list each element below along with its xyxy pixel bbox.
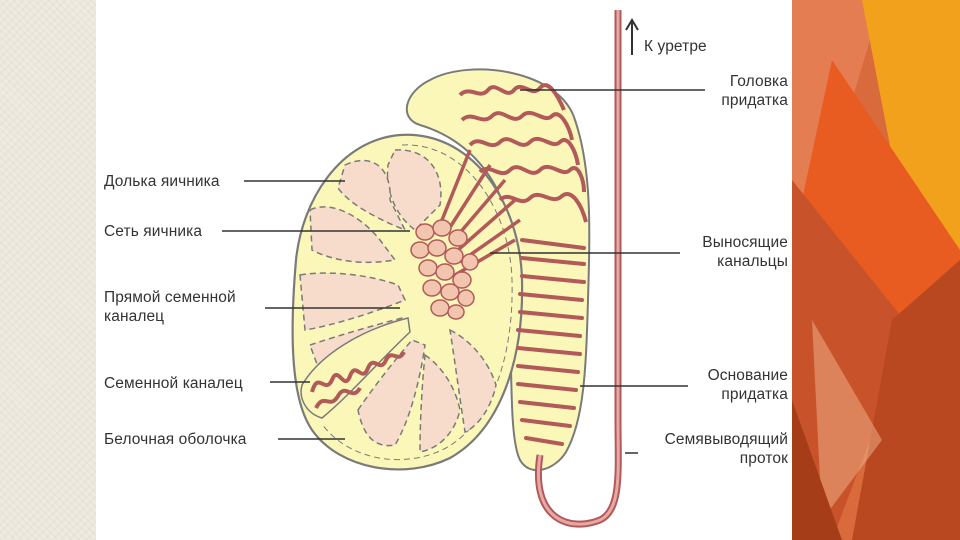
label-vas-deferens-line2: проток: [739, 450, 788, 467]
label-efferent-ductules-line1: Выносящие: [702, 234, 788, 251]
label-vas-deferens-line1: Семявыводящий: [664, 431, 788, 448]
background-left-panel: [0, 0, 96, 540]
label-efferent-ductules-line2: канальцы: [717, 253, 788, 270]
epididymis-tail-duct: [516, 238, 586, 446]
label-epididymis-head: Головка придатка: [708, 72, 788, 110]
label-epididymis-tail: Основание придатка: [688, 366, 788, 404]
label-seminiferous-tubule: Семенной каналец: [104, 375, 243, 392]
label-epididymis-tail-line2: придатка: [721, 386, 788, 403]
seminiferous-tubule-lobule: [300, 317, 411, 419]
seminiferous-tubule: [310, 350, 406, 410]
label-rete-testis: Сеть яичника: [104, 223, 203, 240]
label-vas-deferens: Семявыводящий проток: [638, 430, 788, 468]
arrow-up-icon: [625, 18, 639, 55]
label-testis-lobule: Долька яичника: [104, 173, 220, 190]
rete-testis: [410, 219, 479, 320]
label-straight-tubule-line2: каналец: [104, 308, 165, 325]
label-epididymis-head-line1: Головка: [729, 73, 788, 90]
leader-lines: [222, 89, 705, 454]
label-tunica-albuginea: Белочная оболочка: [104, 431, 247, 448]
label-efferent-ductules: Выносящие канальцы: [680, 233, 788, 271]
label-epididymis-head-line2: придатка: [721, 92, 788, 109]
label-epididymis-tail-line1: Основание: [707, 367, 788, 384]
epididymis-duct: [458, 83, 588, 223]
label-to-urethra: К уретре: [644, 38, 707, 55]
decorative-triangles: [792, 0, 960, 540]
label-straight-tubule-line1: Прямой семенной: [104, 289, 236, 306]
label-straight-tubule: Прямой семенной каналец: [104, 288, 236, 326]
